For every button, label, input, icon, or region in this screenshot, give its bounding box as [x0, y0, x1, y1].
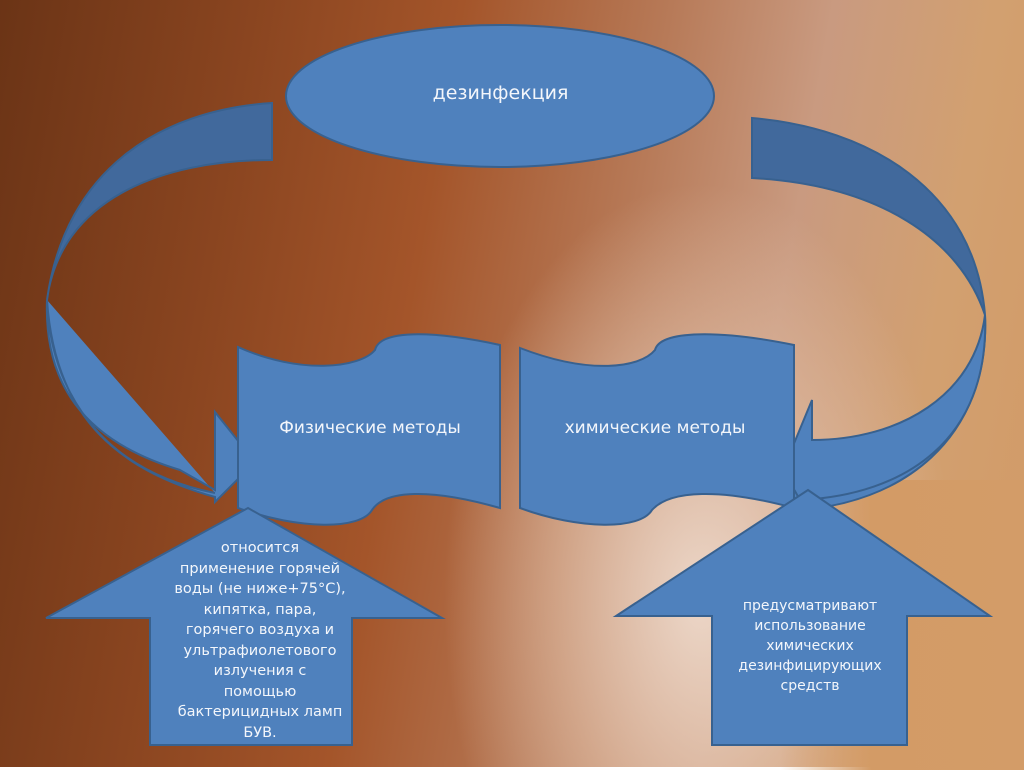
physical-description-up-arrow — [45, 506, 446, 746]
description-line: использование — [754, 618, 866, 634]
description-line: помощью — [223, 683, 297, 700]
description-line: кипятка, пара, — [203, 601, 317, 618]
left-curved-arrow — [45, 101, 273, 505]
description-line: БУВ. — [243, 724, 277, 741]
chemical-methods-label: химические методы — [564, 418, 746, 438]
description-line: бактерицидных ламп — [177, 704, 343, 720]
description-line: применение горячей — [179, 560, 341, 577]
description-line: воды (не ниже+75°С), — [174, 581, 346, 597]
description-line: предусматривают — [742, 598, 878, 614]
disinfection-ellipse — [285, 24, 715, 168]
right-curved-arrow-top — [751, 116, 986, 316]
description-line: средств — [780, 678, 840, 694]
right-curved-arrow-body — [781, 314, 987, 502]
chemical-methods-description: предусматривают использование химических… — [715, 596, 905, 696]
physical-methods-banner — [237, 333, 501, 526]
left-curved-arrow-top — [46, 101, 273, 301]
description-line: химических — [766, 638, 854, 654]
physical-methods-label: Физические методы — [279, 418, 461, 438]
chemical-description-up-arrow — [612, 488, 994, 746]
description-line: горячего воздуха и — [185, 622, 335, 638]
description-line: ультрафиолетового — [183, 642, 337, 659]
description-line: относится — [220, 540, 300, 556]
disinfection-title: дезинфекция — [432, 82, 569, 104]
physical-methods-description: относится применение горячей воды (не ни… — [150, 538, 370, 743]
description-line: дезинфицирующих — [738, 658, 882, 674]
description-line: излучения с — [213, 663, 307, 679]
left-curved-arrow-bottom — [45, 299, 257, 505]
